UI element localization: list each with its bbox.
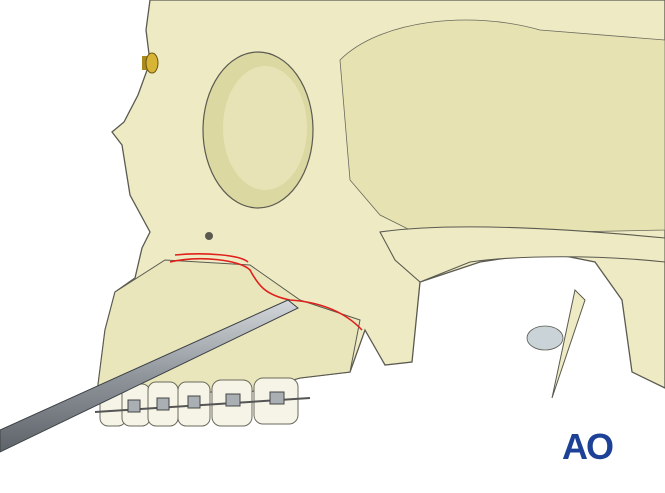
ao-logo: AO	[562, 426, 614, 467]
zygomatic-arch	[379, 226, 665, 283]
teeth-with-braces	[94, 377, 311, 427]
orbit-inner	[223, 66, 307, 190]
fracture-line	[169, 257, 363, 331]
infraorbital-foramen	[205, 232, 213, 240]
mastoid	[526, 325, 564, 351]
osteotome	[0, 299, 299, 453]
styloid-process	[551, 288, 586, 399]
fracture-line-upper	[174, 253, 249, 263]
temporal-fossa	[339, 19, 665, 236]
screw	[142, 52, 159, 74]
